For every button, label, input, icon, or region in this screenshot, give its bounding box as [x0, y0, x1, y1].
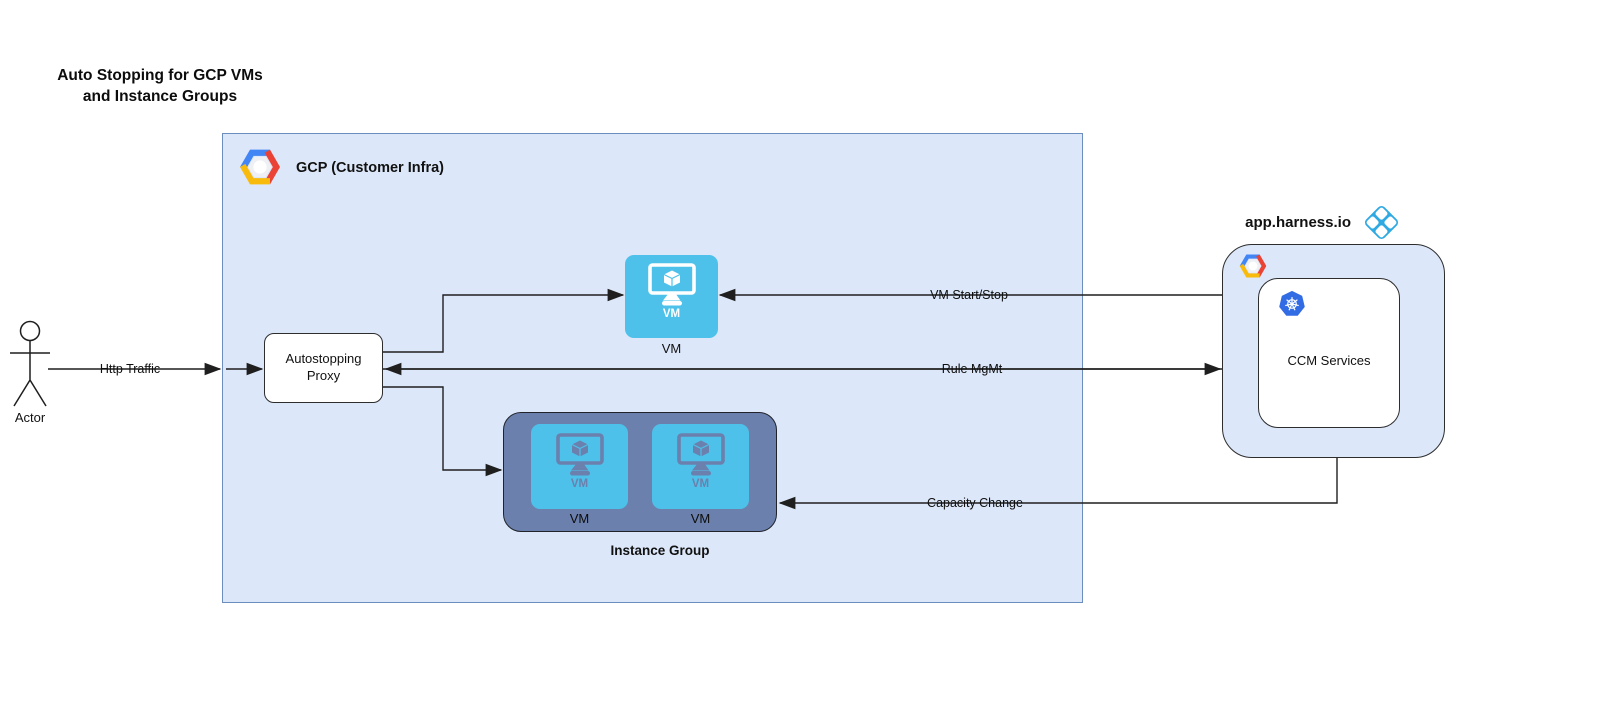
instance-group-node: VM VM VM VM — [503, 412, 777, 532]
diagram-title-line2: and Instance Groups — [82, 87, 238, 105]
vm-caption: VM — [690, 511, 711, 526]
proxy-label-line2: Proxy — [306, 368, 341, 383]
vm-icon-box: VM — [531, 424, 628, 509]
actor-icon — [10, 320, 50, 407]
instance-group-caption: Instance Group — [610, 543, 710, 558]
edge-label-http-traffic: Http Traffic — [99, 362, 161, 376]
vm-monitor-icon — [676, 433, 725, 477]
edge-capacity-change — [778, 458, 1338, 510]
actor-label: Actor — [14, 410, 46, 425]
diagram-title-line1: Auto Stopping for GCP VMs — [57, 67, 263, 84]
edge-label-capacity-change: Capacity Change — [927, 496, 1023, 510]
edge-label-rule-mgmt: Rule MgMt — [941, 362, 1003, 376]
harness-title-row: app.harness.io — [1150, 200, 1402, 244]
diagram-title: Auto Stopping for GCP VMs and Instance G… — [40, 66, 280, 108]
ccm-services-box: CCM Services — [1258, 278, 1400, 428]
vm-caption: VM — [569, 511, 590, 526]
kubernetes-icon — [1279, 290, 1305, 316]
vm-monitor-icon: g .cube{stroke:none;} g .cube-lines{stro… — [647, 263, 696, 307]
edge-proxy-to-instance-group — [383, 386, 503, 477]
edge-label-vm-start-stop: VM Start/Stop — [930, 288, 1008, 302]
instance-group-vm-2: VM VM — [652, 424, 749, 531]
edge-proxy-to-vm — [383, 288, 625, 353]
harness-logo-icon — [1364, 205, 1399, 239]
vm-icon-text: VM — [662, 308, 681, 320]
vm-caption: VM — [661, 341, 682, 356]
vm-monitor-icon — [555, 433, 604, 477]
gcp-logo-icon — [236, 146, 284, 188]
vm-icon-text: VM — [570, 478, 589, 490]
proxy-label-line1: Autostopping — [285, 351, 362, 367]
autostopping-proxy-node: Autostopping Proxy — [264, 333, 383, 403]
gcp-logo-small-icon — [1237, 252, 1269, 280]
gcp-container-label: GCP (Customer Infra) — [296, 160, 444, 176]
instance-group-vm-1: VM VM — [531, 424, 628, 531]
ccm-services-label: CCM Services — [1287, 352, 1371, 368]
harness-title: app.harness.io — [1245, 213, 1351, 231]
vm-icon-text: VM — [691, 478, 710, 490]
vm-icon-box: VM — [652, 424, 749, 509]
vm-node: g .cube{stroke:none;} g .cube-lines{stro… — [625, 255, 718, 338]
